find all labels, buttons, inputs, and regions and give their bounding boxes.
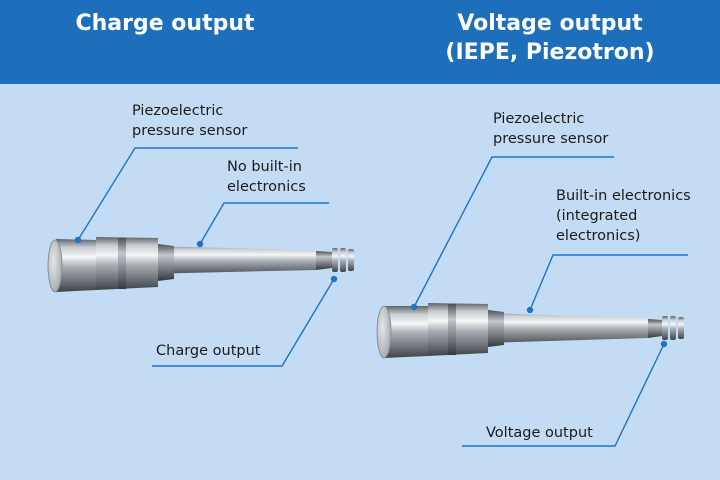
left-sensor-leader: [77, 147, 298, 241]
charge-output-title: Charge output: [75, 11, 255, 36]
left-output-label: Charge output: [156, 343, 261, 359]
right-sensor-body: [428, 303, 488, 356]
left-sensor-thread: [332, 248, 354, 272]
right-electronics-label-line1: Built-in electronics: [556, 188, 691, 204]
right-sensor-head: [384, 306, 428, 358]
right-output-label: Voltage output: [486, 425, 593, 441]
left-sensor-neck: [316, 251, 332, 270]
right-electronics-leader: [529, 254, 688, 311]
left-sensor-groove: [118, 238, 126, 289]
left-sensor-label-line1: Piezoelectric: [132, 103, 224, 119]
left-electronics-label-line1: No built-in: [227, 159, 302, 175]
right-sensor-step: [488, 310, 504, 347]
left-output-leader: [152, 278, 335, 367]
left-output-dot: [330, 275, 338, 283]
right-electronics-dot: [526, 306, 534, 314]
left-sensor-label-line2: pressure sensor: [132, 123, 248, 139]
right-output-dot: [660, 340, 668, 348]
left-sensor-label: Piezoelectric pressure sensor: [132, 101, 247, 141]
left-electronics-leader: [199, 202, 329, 245]
voltage-output-title-line1: Voltage output: [457, 11, 643, 36]
right-sensor-thread: [662, 316, 684, 340]
left-sensor-body: [96, 237, 158, 290]
right-sensor-leader: [413, 156, 614, 308]
right-electronics-label: Built-in electronics (integrated electro…: [556, 186, 691, 246]
right-sensor-label: Piezoelectric pressure sensor: [493, 109, 608, 149]
header-bar: Charge output Voltage output (IEPE, Piez…: [0, 0, 720, 84]
right-sensor-dot: [410, 303, 418, 311]
leader-dots: [74, 236, 668, 348]
right-sensor-label-line2: pressure sensor: [493, 131, 609, 147]
left-electronics-dot: [196, 240, 204, 248]
voltage-output-title: Voltage output (IEPE, Piezotron): [420, 9, 680, 67]
left-sensor-head: [56, 239, 96, 292]
left-electronics-label: No built-in electronics: [227, 157, 306, 197]
charge-output-sensor: [47, 237, 354, 293]
left-sensor-step: [158, 244, 174, 281]
right-sensor-groove: [448, 304, 456, 355]
left-sensor-dot: [74, 236, 82, 244]
right-electronics-label-line2: (integrated: [556, 208, 638, 224]
right-output-leader: [462, 343, 665, 447]
left-sensor-face: [47, 239, 63, 293]
right-sensor-label-line1: Piezoelectric: [493, 111, 585, 127]
right-sensor-face: [376, 305, 392, 359]
voltage-output-title-line2: (IEPE, Piezotron): [445, 40, 655, 65]
voltage-output-sensor: [376, 303, 684, 359]
leader-lines: [77, 147, 688, 447]
right-sensor-neck: [648, 319, 662, 338]
left-electronics-label-line2: electronics: [227, 179, 306, 195]
right-electronics-label-line3: electronics): [556, 228, 641, 244]
